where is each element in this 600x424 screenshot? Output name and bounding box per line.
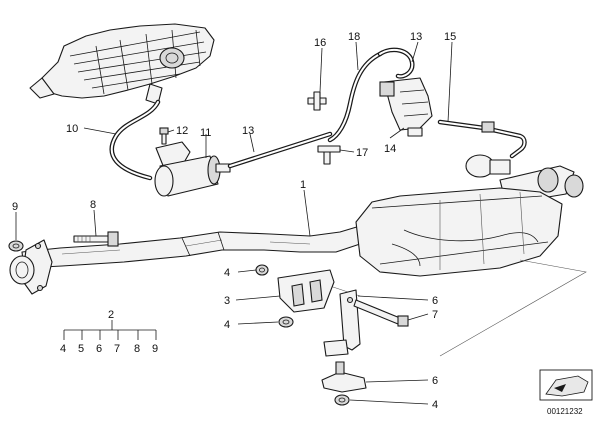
callout-14: 14 (384, 143, 396, 155)
kit-item-6: 9 (152, 343, 158, 355)
rubber-mount-3[interactable] (277, 269, 335, 313)
reference-box (539, 369, 593, 401)
callout-2: 2 (108, 309, 114, 321)
vacuum-hose-18[interactable] (327, 51, 383, 143)
nut-9[interactable] (8, 240, 24, 252)
callout-17: 17 (356, 147, 368, 159)
callout-labels: 1 2 3 4 4 4 6 6 7 8 9 10 11 12 13 13 14 … (12, 31, 456, 411)
callout-16: 16 (314, 37, 326, 49)
front-flange[interactable] (9, 239, 53, 295)
bolt-7[interactable] (353, 299, 409, 327)
kit-item-4: 7 (114, 343, 120, 355)
vacuum-pipe-13[interactable] (227, 131, 333, 169)
vacuum-hose-13-upper[interactable] (377, 47, 415, 79)
kit-bracket-2 (63, 320, 157, 340)
kit-item-3: 6 (96, 343, 102, 355)
flap-actuator[interactable] (465, 154, 511, 178)
callout-13-lower: 13 (242, 125, 254, 137)
leader-lines (15, 41, 453, 405)
callout-4-middle: 4 (224, 319, 230, 331)
kit-item-5: 8 (134, 343, 140, 355)
callout-4-lower: 4 (432, 399, 438, 411)
t-connector-17[interactable] (317, 145, 341, 165)
callout-7: 7 (432, 309, 438, 321)
rear-muffler[interactable] (355, 187, 563, 277)
callout-12: 12 (176, 125, 188, 137)
callout-6-upper: 6 (432, 295, 438, 307)
electro-valve-14[interactable] (379, 77, 433, 137)
callout-1: 1 (300, 179, 306, 191)
callout-10: 10 (66, 123, 78, 135)
nut-4-middle[interactable] (278, 316, 294, 328)
highlight-arrow-icon (554, 384, 566, 392)
callout-8: 8 (90, 199, 96, 211)
callout-9: 9 (12, 201, 18, 213)
vehicle-location-icon (545, 375, 589, 397)
callout-3: 3 (224, 295, 230, 307)
callout-18: 18 (348, 31, 360, 43)
callout-11: 11 (200, 127, 211, 139)
kit-item-2: 5 (78, 343, 84, 355)
pressure-converter-11[interactable] (154, 155, 231, 197)
reference-number: 00121232 (547, 407, 583, 416)
bolt-8[interactable] (73, 231, 119, 247)
callout-15: 15 (444, 31, 456, 43)
callout-6-lower: 6 (432, 375, 438, 387)
nut-4-upper[interactable] (255, 264, 269, 276)
callout-13-upper: 13 (410, 31, 422, 43)
bolt-12[interactable] (159, 127, 169, 145)
vacuum-pipe-15[interactable] (437, 119, 527, 159)
hanger-6-upper[interactable] (323, 289, 361, 357)
kit-item-1: 4 (60, 343, 66, 355)
hanger-6-lower[interactable] (321, 361, 367, 393)
callout-4-upper: 4 (224, 267, 230, 279)
nut-4-lower[interactable] (334, 394, 350, 406)
intake-manifold[interactable] (29, 23, 215, 105)
connector-16[interactable] (307, 91, 327, 111)
vacuum-hose-10[interactable] (109, 99, 161, 181)
